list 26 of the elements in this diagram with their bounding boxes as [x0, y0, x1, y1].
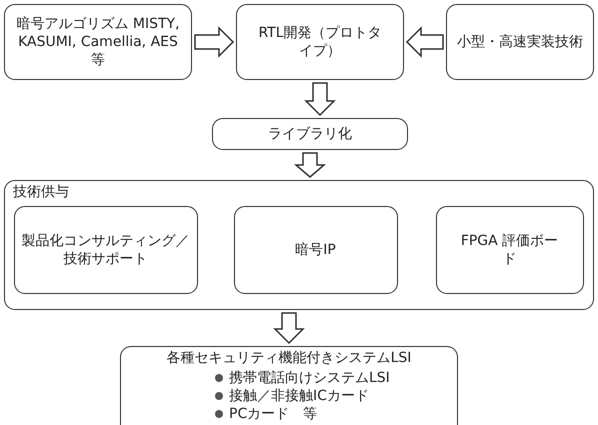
block-arrow	[304, 82, 336, 116]
list-item: 携帯電話向けシステムLSI	[229, 369, 390, 387]
list-item: 接触／非接触ICカード	[229, 387, 369, 405]
block-arrow	[273, 312, 305, 344]
box-label: 製品化コンサルティング／技術サポート	[20, 232, 190, 268]
box-heading: 各種セキュリティ機能付きシステムLSI	[166, 349, 412, 367]
box-label: 暗号アルゴリズム MISTY, KASUMI, Camellia, AES等	[15, 15, 181, 69]
process-box	[236, 4, 404, 80]
group-box	[4, 180, 594, 310]
service-box	[436, 206, 584, 294]
box-label: ライブラリ化	[268, 125, 352, 143]
list-item: PCカード 等	[229, 405, 318, 423]
box-label: RTL開発（プロトタイプ）	[257, 24, 383, 60]
service-box	[234, 206, 398, 294]
box-label: 小型・高速実装技術	[457, 33, 583, 51]
block-arrow	[194, 26, 234, 58]
box-label: 暗号IP	[295, 240, 336, 258]
group-heading: 技術供与	[13, 183, 69, 201]
product-box	[120, 346, 458, 425]
block-arrow	[406, 26, 444, 58]
process-box	[446, 4, 594, 80]
box-label: FPGA 評価ボード	[460, 232, 560, 268]
service-box	[14, 206, 198, 294]
process-box	[212, 118, 408, 150]
algorithm-box	[4, 4, 192, 80]
block-arrow	[294, 152, 326, 178]
